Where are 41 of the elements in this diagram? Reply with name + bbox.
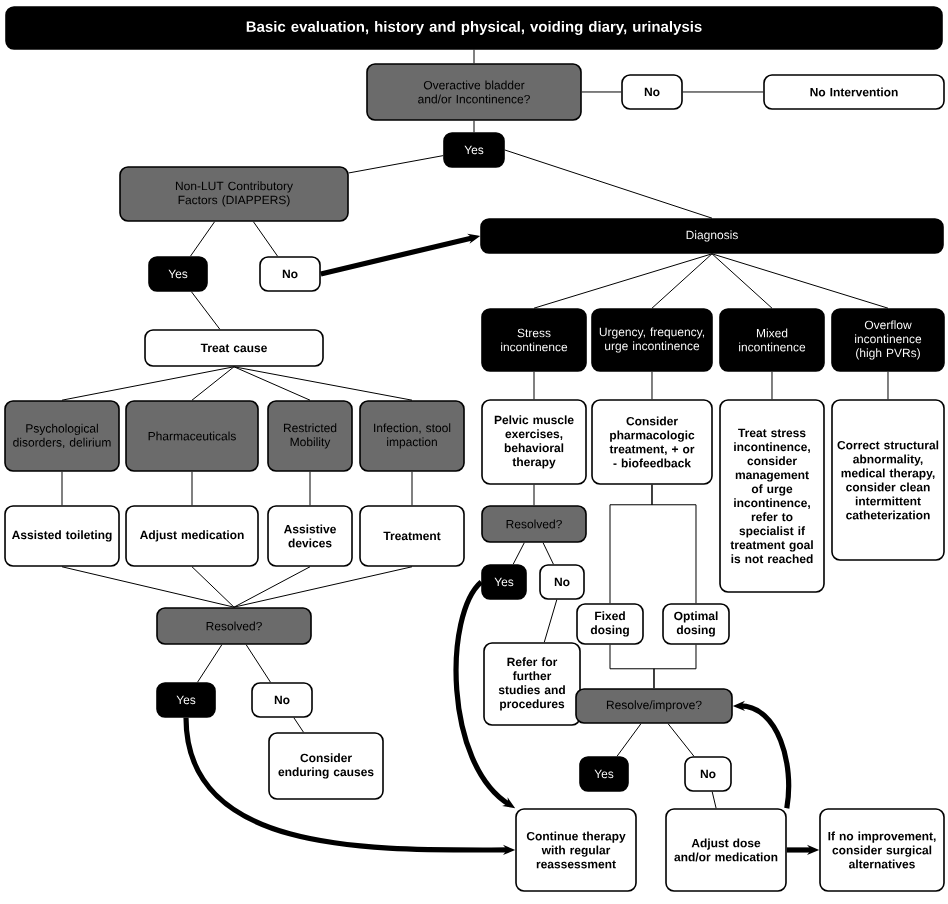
connector-line xyxy=(233,366,413,401)
connector-line xyxy=(711,253,773,309)
connector-line xyxy=(61,366,235,401)
connector-line xyxy=(252,221,279,257)
connector-line xyxy=(711,253,889,309)
connector-line xyxy=(667,723,695,757)
connector-line xyxy=(651,253,713,309)
connector-line xyxy=(533,371,535,400)
connector-line xyxy=(711,791,717,809)
connector-line xyxy=(411,471,413,506)
connector-line xyxy=(245,644,271,683)
connector-line xyxy=(293,717,304,733)
connector-line xyxy=(233,566,311,608)
connector-line xyxy=(543,599,558,643)
connector-line xyxy=(348,155,444,174)
connector-line xyxy=(473,120,475,133)
connector-line xyxy=(191,291,221,330)
connector-line xyxy=(887,371,889,400)
connector-line xyxy=(771,371,773,400)
connector-line xyxy=(191,566,235,608)
connector-line xyxy=(191,471,193,506)
connector-line xyxy=(189,221,216,257)
connector-line xyxy=(512,542,525,565)
connector-line xyxy=(191,366,235,401)
connector-line xyxy=(233,566,413,608)
connector-line xyxy=(616,723,642,757)
connector-line xyxy=(61,566,235,608)
connector-line xyxy=(653,644,697,689)
connector-line xyxy=(233,366,311,401)
connector-line xyxy=(197,644,223,683)
connector-line xyxy=(473,49,475,64)
connector-line xyxy=(651,371,653,400)
connector-line xyxy=(533,253,713,309)
connector-line xyxy=(651,484,697,604)
connector-line xyxy=(61,471,63,506)
connector-line xyxy=(542,542,554,565)
connector-line xyxy=(682,91,764,93)
connector-line xyxy=(581,91,622,93)
connector-line xyxy=(533,484,535,506)
connector-line xyxy=(504,149,713,219)
connector-line xyxy=(309,471,311,506)
